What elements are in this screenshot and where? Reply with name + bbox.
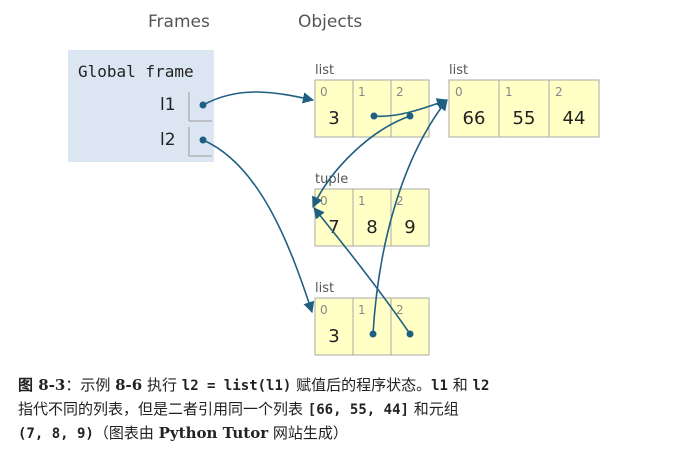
memory-diagram: Frames Objects Global frame l1 l2 list 0… <box>68 12 600 356</box>
object-tuple1-type: tuple <box>315 172 348 187</box>
caption-var-l1: l1 <box>431 378 448 394</box>
arrow-l1-to-list1 <box>202 91 315 106</box>
arrow-list1-to-tuple1 <box>312 115 411 209</box>
caption-text-5: 指代不同的列表，但是二者引用同一个列表 <box>18 400 308 418</box>
list1-index-1: 1 <box>358 85 366 99</box>
caption-example-number: 8-6 <box>115 376 143 394</box>
arrow-list3-to-list2 <box>372 99 448 335</box>
tuple1-value-1: 8 <box>366 217 377 238</box>
arrow-list3-to-tuple1 <box>313 207 411 335</box>
caption-text-4: 和 <box>447 376 473 394</box>
caption-tool-name: Python Tutor <box>158 424 269 442</box>
caption-text-7: （图表由 <box>93 424 159 442</box>
list2-index-1: 1 <box>505 85 513 99</box>
list2-index-2: 2 <box>555 85 563 99</box>
object-list3: list 0 1 2 3 <box>314 281 430 356</box>
tuple1-index-1: 1 <box>358 194 366 208</box>
global-frame-box <box>68 50 214 162</box>
caption-text-8: 网站生成） <box>268 424 348 442</box>
caption-text-3: 赋值后的程序状态。 <box>291 376 432 394</box>
list3-cell-0 <box>314 297 354 356</box>
list2-value-1: 55 <box>513 108 536 129</box>
object-tuple1: tuple 0 1 2 7 8 9 <box>314 172 430 247</box>
object-list1-type: list <box>315 63 334 78</box>
caption-text-1: ：示例 <box>65 376 116 394</box>
list3-index-2: 2 <box>396 303 404 317</box>
object-list2-type: list <box>449 63 468 78</box>
tuple1-index-2: 2 <box>396 194 404 208</box>
list3-index-0: 0 <box>320 303 328 317</box>
caption-code-assignment: l2 = list(l1) <box>181 378 292 394</box>
global-frame: Global frame l1 l2 <box>68 50 214 162</box>
list1-index-0: 0 <box>320 85 328 99</box>
object-list3-type: list <box>315 281 334 296</box>
list2-value-2: 44 <box>563 108 586 129</box>
list1-index-2: 2 <box>396 85 404 99</box>
list3-index-1: 1 <box>358 303 366 317</box>
tuple1-value-0: 7 <box>328 217 339 238</box>
objects-header: Objects <box>298 12 362 32</box>
list3-value-0: 3 <box>328 326 339 347</box>
frame-var-l1: l1 <box>160 95 176 115</box>
list3-cell-2 <box>390 297 430 356</box>
list1-value-0: 3 <box>328 108 339 129</box>
object-list2: list 0 1 2 66 55 44 <box>448 63 600 138</box>
tuple1-value-2: 9 <box>404 217 415 238</box>
caption-var-l2: l2 <box>472 378 490 394</box>
list2-value-0: 66 <box>463 108 486 129</box>
figure-caption: 图 8-3：示例 8-6 执行 l2 = list(l1) 赋值后的程序状态。l… <box>18 374 668 446</box>
tuple1-index-0: 0 <box>320 194 328 208</box>
caption-text-6: 和元组 <box>408 400 459 418</box>
list2-cell-1 <box>498 79 550 138</box>
global-frame-title: Global frame <box>78 62 194 81</box>
caption-fig-number: 图 8-3 <box>18 376 66 394</box>
object-list1: list 0 1 2 3 <box>314 63 430 138</box>
list2-cell-2 <box>548 79 600 138</box>
frame-var-l2: l2 <box>160 130 176 150</box>
frames-header: Frames <box>148 12 210 32</box>
arrow-l2-to-list3 <box>202 139 315 314</box>
list2-index-0: 0 <box>455 85 463 99</box>
caption-text-2: 执行 <box>142 376 182 394</box>
caption-code-tuple: (7, 8, 9) <box>18 426 94 442</box>
caption-code-list: [66, 55, 44] <box>307 402 409 418</box>
list3-cell-1 <box>352 297 392 356</box>
